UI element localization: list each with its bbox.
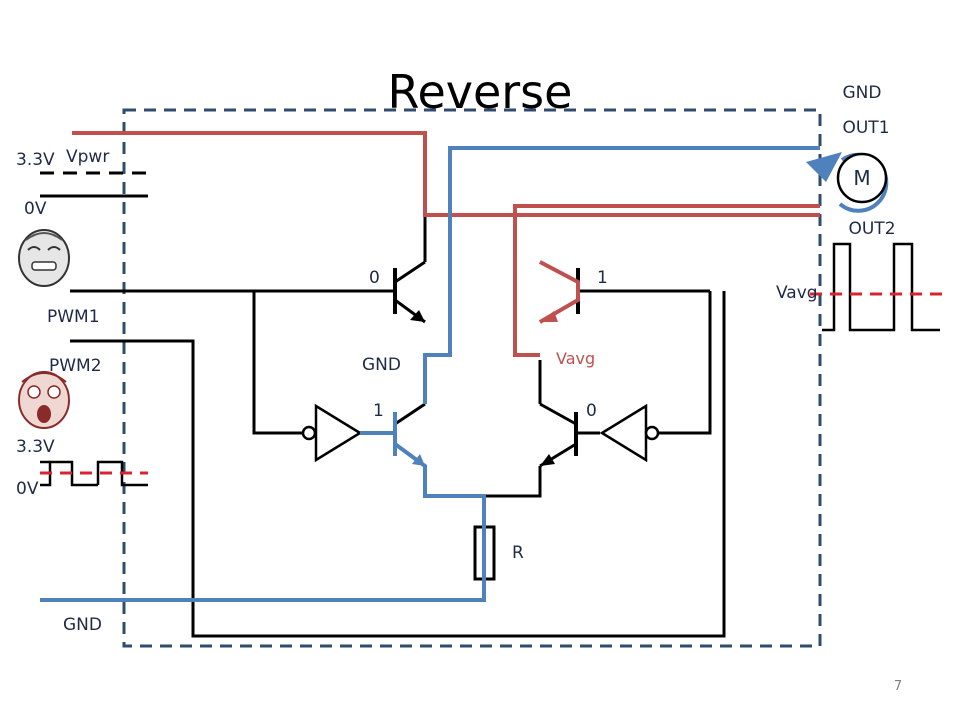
- blue-out1-path: [423, 146, 820, 404]
- vavg-waveform: [822, 242, 940, 332]
- gnd-mid-label: GND: [362, 355, 401, 375]
- pwm2-waveform-b: [96, 460, 148, 487]
- vavg-mid-label: Vavg: [556, 349, 595, 368]
- resistor-label: R: [512, 543, 524, 563]
- q4-collector: [539, 402, 577, 426]
- q4-state-label: 0: [586, 401, 597, 421]
- left-inverter-bubble: [301, 425, 317, 441]
- pwm2-waveform-a: [40, 460, 98, 487]
- pwm2-high-label: 3.3V: [16, 437, 55, 457]
- q2-arrow: [540, 311, 558, 322]
- q3-arrow: [412, 454, 425, 466]
- q4-arrow: [540, 454, 555, 466]
- motor-label: M: [853, 166, 870, 190]
- slide-title: Reverse: [388, 65, 573, 119]
- rotation-arrow-head: [806, 152, 842, 182]
- h-bridge-boundary: [122, 108, 822, 648]
- out2-label: OUT2: [848, 219, 895, 239]
- pwm2-face-icon: [18, 371, 70, 429]
- left-inverter: [314, 403, 363, 463]
- q3-collector: [394, 402, 426, 426]
- blue-ground-path: [40, 442, 486, 602]
- red-out2-path: [513, 204, 820, 357]
- gnd-bottom-label: GND: [63, 615, 102, 635]
- pwm1-branch: [252, 291, 305, 435]
- vpwr-low-label: 0V: [24, 199, 47, 219]
- q1-state-label: 0: [369, 268, 380, 288]
- red-q2-path: [538, 260, 580, 324]
- q3-state-label: 1: [373, 401, 384, 421]
- red-supply-path: [72, 131, 820, 217]
- pwm1-face-icon: [18, 229, 70, 287]
- vavg-right-label: Vavg: [776, 283, 818, 303]
- out1-label: OUT1: [842, 118, 889, 138]
- motor: [836, 152, 888, 204]
- pwm1-label: PWM1: [47, 307, 100, 327]
- vpwr-high-label: 3.3V: [16, 150, 55, 170]
- q2-state-label: 1: [597, 268, 608, 288]
- page-number: 7: [894, 679, 902, 694]
- red-current-path: [72, 131, 820, 357]
- pwm2-branch: [658, 291, 712, 435]
- transistor-arrows: [410, 310, 555, 466]
- right-inverter-bubble: [644, 425, 660, 441]
- pwm2-low-label: 0V: [16, 479, 39, 499]
- pwm2-label: PWM2: [49, 356, 102, 376]
- gnd-top-label: GND: [843, 83, 882, 103]
- q4-emitter-lead: [484, 466, 542, 498]
- right-inverter: [599, 403, 648, 463]
- q1-arrow: [410, 310, 425, 322]
- q1-collector: [394, 260, 426, 284]
- circuit-wires: [40, 171, 940, 638]
- vpwr-name-label: Vpwr: [66, 147, 109, 167]
- pwm2-line: [70, 291, 726, 638]
